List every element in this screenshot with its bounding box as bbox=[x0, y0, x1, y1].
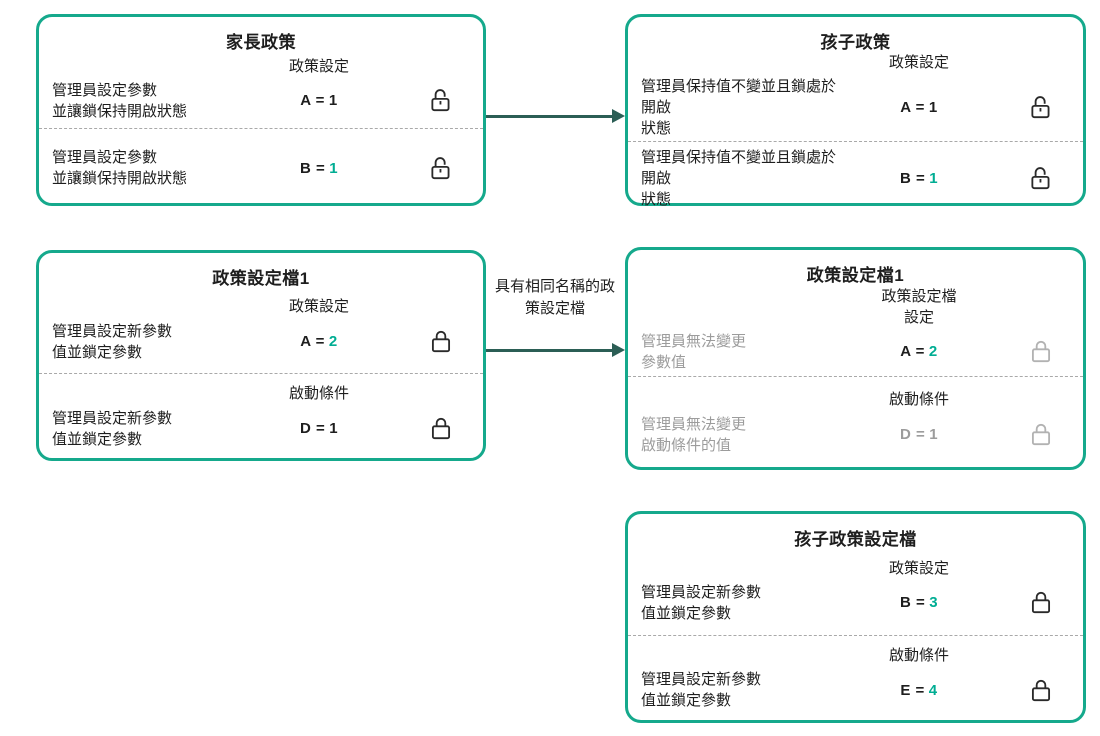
setting-description: 管理員設定新參數 值並鎖定參數 bbox=[641, 583, 762, 622]
section-header: 政策設定 bbox=[888, 54, 949, 71]
parent-policy-card: 家長政策 政策設定 管理員設定參數 並讓鎖保持開啟狀態 A =1 管理員設定參數… bbox=[36, 14, 486, 206]
setting-description: 管理員無法變更 啟動條件的值 bbox=[641, 415, 747, 454]
section-header: 啟動條件 bbox=[888, 647, 949, 665]
activation-condition-section: 啟動條件 管理員設定新參數 值並鎖定參數 D =1 bbox=[39, 376, 483, 458]
arrow-shaft bbox=[486, 114, 612, 118]
child-policy-profile-card: 孩子政策設定檔 政策設定 管理員設定新參數 值並鎖定參數 B =3 啟動條件 管… bbox=[625, 511, 1086, 723]
inherited-policy-profile-1-title: 政策設定檔1 bbox=[806, 266, 905, 285]
setting-value: B =1 bbox=[839, 170, 999, 187]
setting-value: A =1 bbox=[839, 99, 999, 116]
inheritance-arrow-top bbox=[486, 108, 625, 124]
setting-value: B =1 bbox=[239, 160, 399, 177]
dashed-divider bbox=[39, 373, 483, 374]
param-value: 1 bbox=[929, 170, 939, 188]
lock-open-icon bbox=[1028, 94, 1054, 121]
setting-description: 管理員設定參數 並讓鎖保持開啟狀態 bbox=[52, 149, 188, 188]
policy-setting-section: 政策設定 管理員保持值不變並且鎖處於開啟 狀態 A =1 bbox=[628, 53, 1083, 139]
param-name: E = bbox=[900, 681, 925, 699]
arrow-head-icon bbox=[612, 109, 625, 123]
param-value: 1 bbox=[329, 420, 339, 438]
arrow-shaft bbox=[486, 348, 612, 352]
policy-setting-section: 政策設定 管理員設定新參數 值並鎖定參數 B =3 bbox=[628, 550, 1083, 633]
lock-closed-icon bbox=[1028, 677, 1054, 704]
policy-setting-section: 政策設定 管理員設定新參數 值並鎖定參數 A =2 bbox=[39, 289, 483, 371]
child-policy-title: 孩子政策 bbox=[820, 33, 891, 52]
setting-value: A =2 bbox=[839, 343, 999, 360]
param-name: B = bbox=[899, 594, 926, 612]
setting-description: 管理員設定參數 並讓鎖保持開啟狀態 bbox=[52, 81, 188, 120]
param-value: 1 bbox=[929, 426, 939, 444]
lock-open-icon bbox=[1028, 165, 1054, 192]
policy-profile-1-card: 政策設定檔1 政策設定 管理員設定新參數 值並鎖定參數 A =2 啟動條件 管理… bbox=[36, 250, 486, 461]
param-value: 3 bbox=[929, 594, 939, 612]
policy-setting-section: 管理員設定參數 並讓鎖保持開啟狀態 B =1 bbox=[39, 131, 483, 204]
lock-open-icon bbox=[428, 155, 454, 182]
dashed-divider bbox=[39, 127, 483, 129]
setting-value: D =1 bbox=[839, 426, 999, 443]
arrow-label: 具有相同名稱的政 策設定檔 bbox=[494, 278, 615, 317]
param-name: A = bbox=[300, 333, 325, 351]
param-name: B = bbox=[299, 159, 326, 177]
param-value: 1 bbox=[928, 99, 938, 117]
child-policy-card: 孩子政策 政策設定 管理員保持值不變並且鎖處於開啟 狀態 A =1 管理員保持值… bbox=[625, 14, 1086, 208]
section-header: 政策設定檔 設定 bbox=[881, 288, 957, 326]
activation-condition-section: 啟動條件 管理員無法變更 啟動條件的值 D =1 bbox=[628, 379, 1083, 467]
setting-description: 管理員設定新參數 值並鎖定參數 bbox=[641, 671, 762, 710]
setting-description: 管理員設定新參數 值並鎖定參數 bbox=[52, 322, 173, 361]
section-header: 啟動條件 bbox=[888, 391, 949, 409]
setting-value: D =1 bbox=[239, 420, 399, 437]
inheritance-arrow-middle bbox=[486, 342, 625, 358]
lock-closed-icon bbox=[428, 328, 454, 355]
setting-description: 管理員保持值不變並且鎖處於開啟 狀態 bbox=[641, 78, 837, 138]
setting-description: 管理員保持值不變並且鎖處於開啟 狀態 bbox=[641, 149, 837, 209]
setting-value: B =3 bbox=[839, 594, 999, 611]
dashed-divider bbox=[628, 634, 1083, 636]
lock-closed-icon bbox=[428, 415, 454, 442]
lock-closed-icon bbox=[1028, 421, 1054, 448]
param-name: B = bbox=[899, 170, 926, 188]
setting-value: E =4 bbox=[839, 682, 999, 699]
section-header: 政策設定 bbox=[888, 559, 949, 577]
policy-profile-setting-section: 政策設定檔 設定 管理員無法變更 參數值 A =2 bbox=[628, 286, 1083, 374]
section-header: 政策設定 bbox=[288, 298, 349, 316]
lock-open-icon bbox=[428, 87, 454, 114]
setting-description: 管理員無法變更 參數值 bbox=[641, 332, 747, 371]
param-name: A = bbox=[900, 343, 925, 361]
dashed-divider bbox=[628, 376, 1083, 377]
param-name: D = bbox=[899, 426, 926, 444]
param-name: A = bbox=[900, 99, 925, 117]
setting-value: A =2 bbox=[239, 333, 399, 350]
lock-closed-icon bbox=[1028, 338, 1054, 365]
parent-policy-title: 家長政策 bbox=[226, 33, 296, 52]
param-value: 4 bbox=[928, 681, 938, 699]
param-name: A = bbox=[300, 92, 325, 110]
lock-closed-icon bbox=[1028, 589, 1054, 616]
policy-profile-1-title: 政策設定檔1 bbox=[212, 269, 310, 288]
param-value: 2 bbox=[928, 343, 938, 361]
activation-condition-section: 啟動條件 管理員設定新參數 值並鎖定參數 E =4 bbox=[628, 638, 1083, 721]
param-name: D = bbox=[299, 420, 326, 438]
section-header: 啟動條件 bbox=[288, 385, 349, 403]
policy-setting-section: 政策設定 管理員設定參數 並讓鎖保持開啟狀態 A =1 bbox=[39, 53, 483, 126]
setting-value: A =1 bbox=[239, 92, 399, 109]
policy-setting-section: 管理員保持值不變並且鎖處於開啟 狀態 B =1 bbox=[628, 144, 1083, 210]
param-value: 1 bbox=[328, 92, 338, 110]
section-header: 政策設定 bbox=[288, 57, 349, 75]
arrow-head-icon bbox=[612, 343, 625, 357]
param-value: 2 bbox=[328, 333, 338, 351]
setting-description: 管理員設定新參數 值並鎖定參數 bbox=[52, 409, 173, 448]
inherited-policy-profile-1-card: 政策設定檔1 政策設定檔 設定 管理員無法變更 參數值 A =2 啟動條件 管理… bbox=[625, 247, 1086, 470]
child-policy-profile-title: 孩子政策設定檔 bbox=[794, 530, 917, 549]
param-value: 1 bbox=[329, 159, 339, 177]
dashed-divider bbox=[628, 141, 1083, 143]
